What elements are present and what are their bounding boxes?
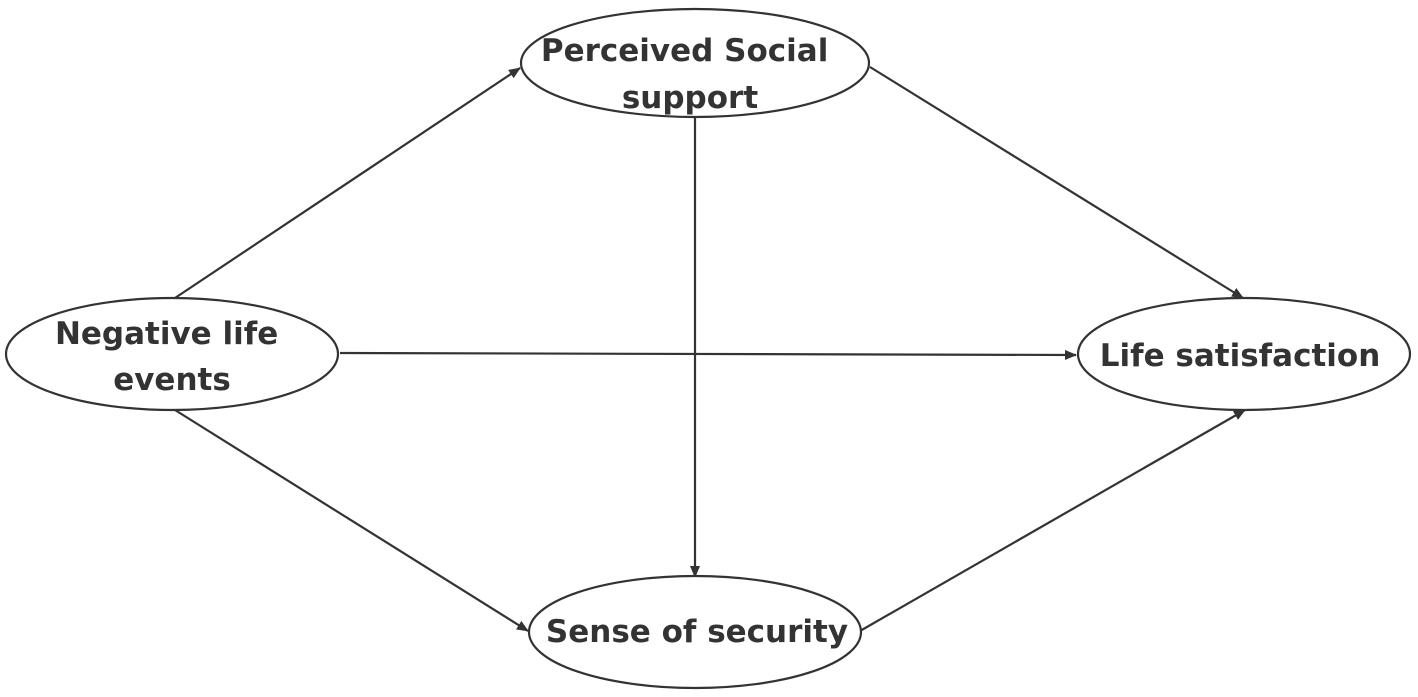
node-label-line-1: Sense of security <box>546 614 848 650</box>
node-ellipse <box>527 574 863 690</box>
edge-negative-to-satisfaction <box>339 349 1077 360</box>
node-label: Sense of security <box>546 614 848 650</box>
node-ellipse <box>1076 296 1412 412</box>
node-label-line-1: Life satisfaction <box>1100 338 1381 374</box>
edge-support-to-satisfaction <box>869 66 1244 299</box>
edge-security-to-satisfaction <box>859 409 1246 632</box>
node-label-line-2: events <box>113 362 231 398</box>
node-sense-of-security: Sense of security <box>527 574 863 690</box>
node-perceived-social-support: Perceived Social support <box>519 7 871 119</box>
node-label-line-1: Negative life <box>55 316 278 352</box>
node-ellipse <box>4 296 340 412</box>
node-label-line-2: support <box>622 80 758 116</box>
edge-negative-to-security <box>174 409 529 632</box>
node-label-line-1: Perceived Social <box>541 33 828 69</box>
edges <box>174 66 1246 632</box>
node-label: Negative life events <box>55 316 289 398</box>
node-negative-life-events: Negative life events <box>4 296 340 412</box>
node-ellipse <box>519 7 871 119</box>
node-label: Life satisfaction <box>1100 338 1381 374</box>
node-label: Perceived Social support <box>541 33 839 116</box>
node-life-satisfaction: Life satisfaction <box>1076 296 1412 412</box>
edge-negative-to-support <box>174 67 521 299</box>
